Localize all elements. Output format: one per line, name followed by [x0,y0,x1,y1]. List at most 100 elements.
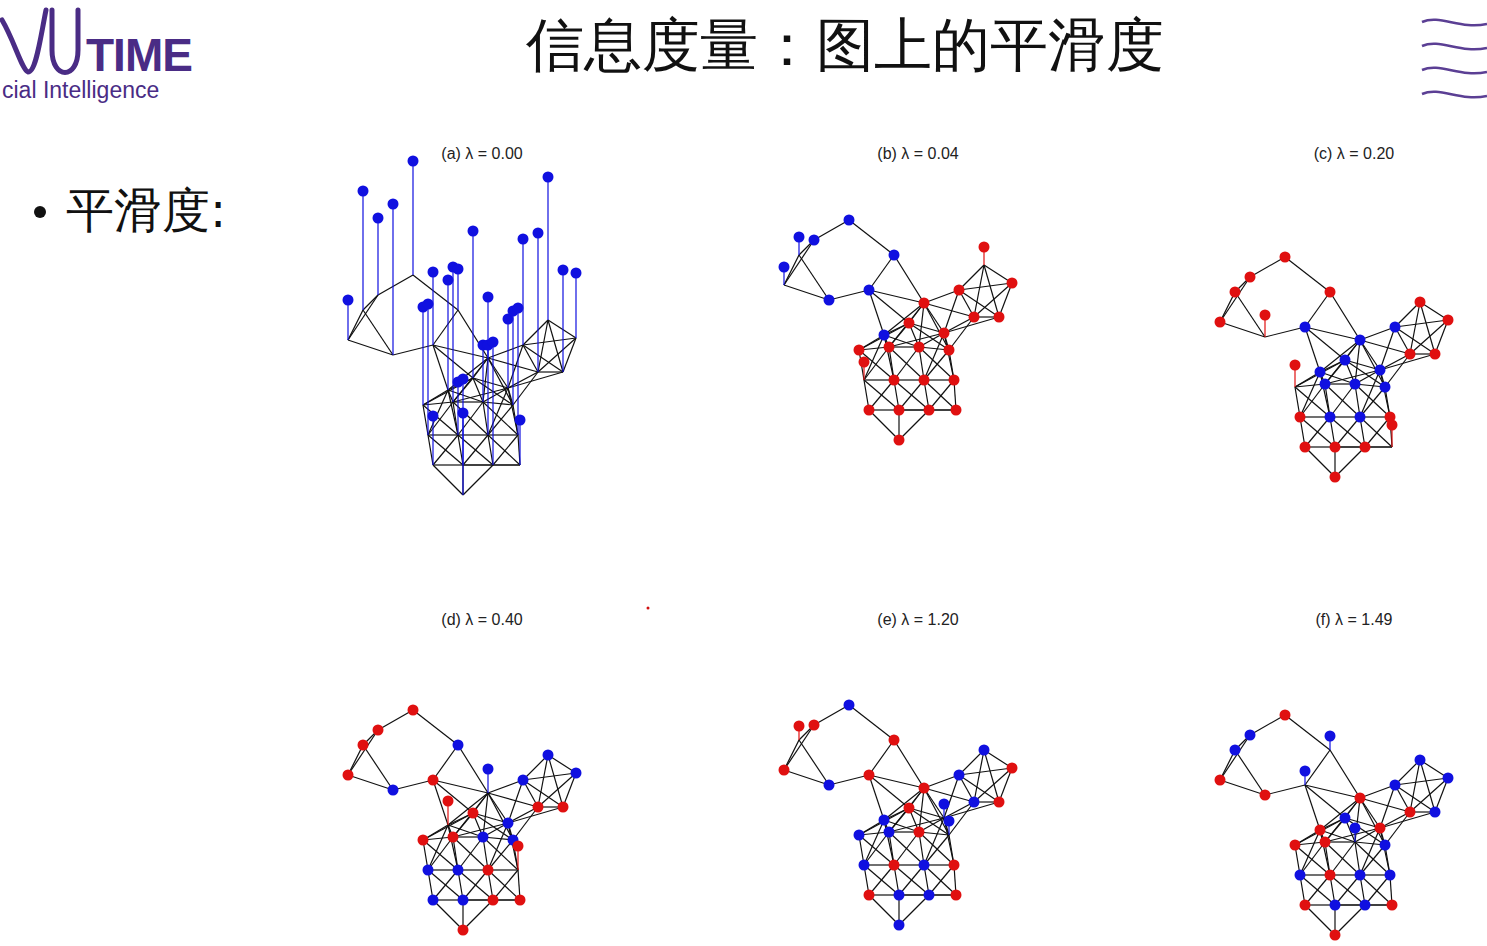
signal-dot [1350,823,1361,834]
signal-dot [1355,793,1366,804]
panel-caption: (e) λ = 1.20 [877,611,958,629]
signal-dot [924,405,935,416]
graph-edge [899,895,929,925]
graph-edge [1250,257,1285,277]
signal-stem [512,311,513,405]
graph-edge [924,818,944,865]
signal-stem [472,231,473,378]
signal-dot [483,865,494,876]
graph-edge [363,295,378,310]
graph-edge [1360,845,1385,875]
signal-dot [1355,870,1366,881]
signal-dot [543,750,554,761]
graph-edge [869,865,894,895]
graph-edge [889,788,924,832]
graph-panel [1215,252,1454,483]
signal-dot [994,797,1005,808]
signal-dot [859,357,870,368]
signal-dot [373,725,384,736]
graph-edge [513,372,538,405]
signal-dot [1380,840,1391,851]
signal-dot [1007,763,1018,774]
graph-edge [1385,812,1410,845]
panel-caption: (f) λ = 1.49 [1316,611,1393,629]
signal-dot [458,895,469,906]
signal-dot [358,186,369,197]
signal-dot [571,768,582,779]
graph-edge [428,402,453,435]
signal-dot [453,264,464,275]
stray-dot [647,607,650,610]
signal-dot [483,764,494,775]
graph-edge [463,465,493,495]
signal-dot [794,721,805,732]
graph-edge [488,793,538,807]
graph-edge [458,402,483,435]
graph-panel [779,215,1018,446]
signal-stem [482,345,483,402]
graph-edge [814,705,849,725]
signal-stem [362,191,363,310]
signal-dot [1245,272,1256,283]
graph-edge [363,310,393,355]
signal-dot [1443,773,1454,784]
signal-dot [1300,766,1311,777]
signal-dot [1390,322,1401,333]
signal-dot [919,860,930,871]
signal-dot [969,797,980,808]
signal-stem [462,413,463,495]
signal-dot [1375,365,1386,376]
signal-dot [1295,870,1306,881]
graph-edge [488,840,513,870]
signal-dot [1340,355,1351,366]
signal-dot [1325,870,1336,881]
graph-edge [1420,302,1435,354]
graph-edge [894,255,924,303]
signal-dot [859,860,870,871]
signal-dot [1340,813,1351,824]
signal-stem [519,420,520,465]
signal-dot [1260,310,1271,321]
signal-dot [1230,745,1241,756]
signal-dot [889,250,900,261]
signal-dot [1443,315,1454,326]
graph-edge [1355,798,1360,842]
signal-stem [457,269,458,310]
graph-edge [433,900,463,930]
signal-dot [854,345,865,356]
signal-dot [373,213,384,224]
graph-edge [523,338,576,345]
graph-panel [1215,710,1454,941]
logo-text: cial Intelligence [2,78,159,103]
signal-dot [919,298,930,309]
signal-dot [1315,825,1326,836]
graph-edge [799,740,829,785]
signal-stem [562,270,563,372]
signal-stem [575,273,576,338]
graph-edge [538,338,576,372]
signal-dot [448,832,459,843]
graph-edge [869,290,924,303]
graph-edge [1305,905,1335,935]
signal-dot [488,895,499,906]
graph-edge [799,255,829,300]
graph-edge [433,870,458,900]
graph-edge [1360,340,1410,354]
signal-dot [1350,379,1361,390]
signal-dot [513,303,524,314]
graph-edge [784,770,829,785]
graph-edge [1410,778,1448,812]
signal-dot [1230,287,1241,298]
graph-edge [428,435,433,465]
graph-edge [488,405,513,435]
signal-dot [954,770,965,781]
graph-edge [483,358,488,402]
signal-dot [1215,317,1226,328]
signal-dot [408,705,419,716]
graph-edge [538,371,563,372]
signal-dot [543,172,554,183]
graph-edge [1305,417,1330,447]
signal-dot [1325,287,1336,298]
graph-edge [894,347,919,380]
signal-dot [1300,900,1311,911]
